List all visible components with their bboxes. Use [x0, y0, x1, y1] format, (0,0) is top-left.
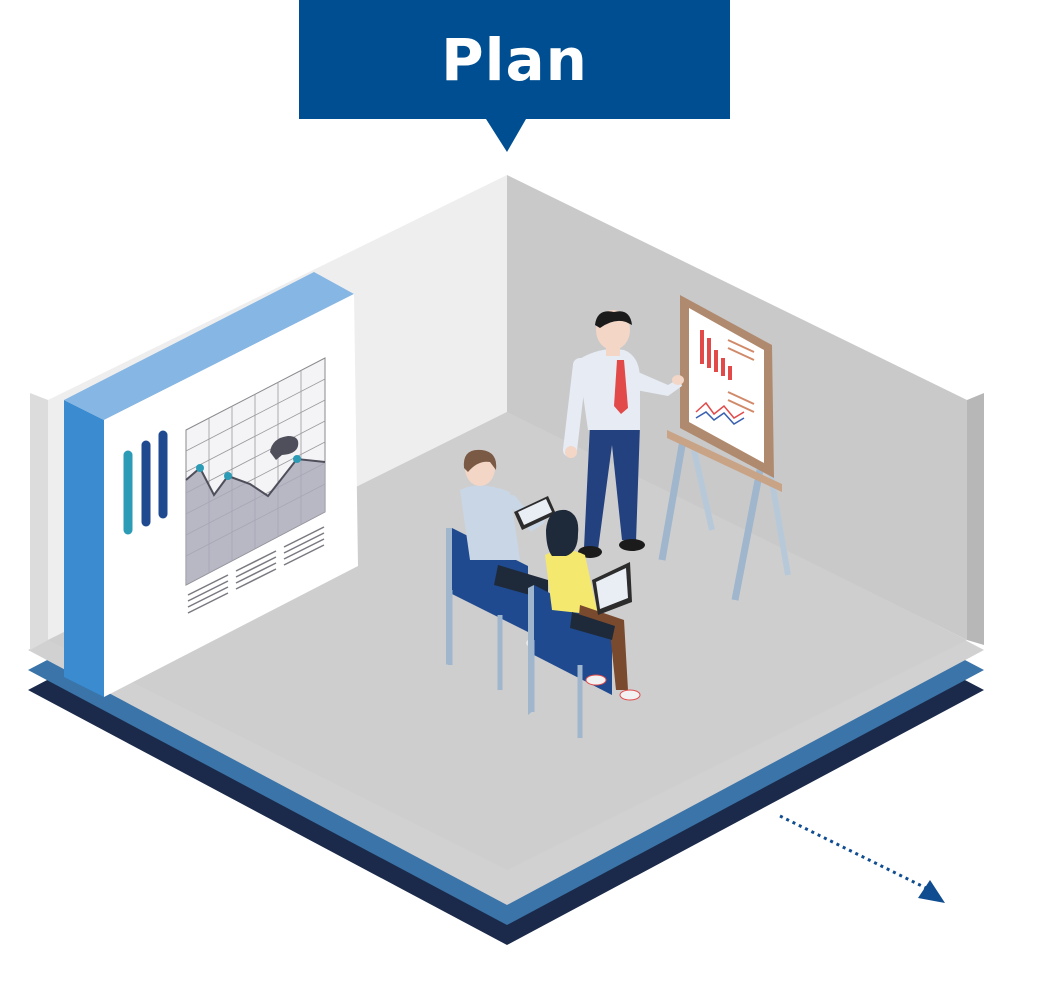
- banner-pointer: [486, 119, 526, 152]
- plan-banner: Plan: [299, 0, 730, 119]
- seated-person-icon: [528, 509, 641, 738]
- chart-board-icon: [64, 272, 358, 697]
- presenter-person-icon: [563, 310, 684, 558]
- easel-icon: [658, 295, 791, 601]
- board-top: [64, 272, 354, 420]
- board-side: [64, 400, 104, 697]
- right-wall-edge: [967, 393, 984, 645]
- dotted-arrow-icon: [779, 814, 945, 903]
- seated-person-icon: [446, 449, 556, 690]
- plan-banner-label: Plan: [441, 25, 588, 94]
- left-wall-edge: [30, 393, 48, 650]
